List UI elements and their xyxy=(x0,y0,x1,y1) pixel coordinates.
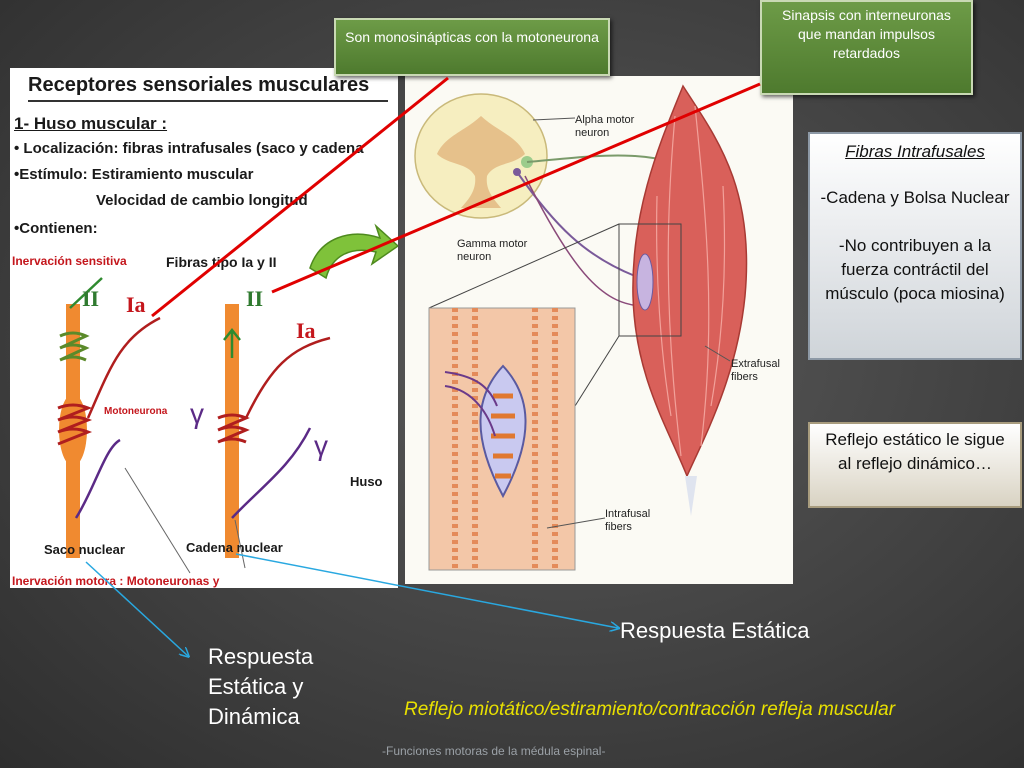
spindle-nerves xyxy=(444,371,498,437)
label-Ia-right: Ia xyxy=(296,318,316,343)
label-II-left: II xyxy=(82,286,100,311)
gamma-nerve-left xyxy=(74,438,121,519)
type-II-nerve-right xyxy=(223,327,241,358)
bullet-contienen: •Contienen: xyxy=(14,220,98,237)
left-spindle-image: Receptores sensoriales musculares 1- Hus… xyxy=(10,68,398,588)
type-Ia-coil-right xyxy=(217,413,250,444)
fiber-bands xyxy=(452,308,558,570)
spindle-small xyxy=(636,253,654,311)
sensory-axon xyxy=(524,175,646,307)
label-Ia-left: Ia xyxy=(126,292,146,317)
gamma-label-right: γ xyxy=(314,430,328,461)
interneuron-callout: Sinapsis con interneuronas que mandan im… xyxy=(760,0,973,95)
static-response-label: Respuesta Estática xyxy=(620,618,810,643)
enlarged-spindle xyxy=(479,364,527,499)
zoom-line xyxy=(574,335,620,407)
right-anatomy-image: Alpha motor neuron Gamma motor neuron Ex… xyxy=(405,76,793,584)
pointer-line xyxy=(124,467,191,574)
reflex-caption: Reflejo miotático/estiramiento/contracci… xyxy=(404,699,896,720)
alpha-motor-neuron-label: Alpha motor neuron xyxy=(575,114,635,139)
saco-nuclear-label: Saco nuclear xyxy=(44,542,125,557)
intrafusal-nuclei xyxy=(491,393,515,479)
intrafusal-fibers-box: Fibras Intrafusales -Cadena y Bolsa Nucl… xyxy=(808,132,1022,360)
type-Ia-nerve-left xyxy=(86,316,161,419)
intrafusal-box-line1: -Cadena y Bolsa Nuclear xyxy=(820,188,1010,207)
zoom-line xyxy=(428,223,620,309)
cadena-nuclear-fiber xyxy=(225,304,239,558)
gamma-nerve-right xyxy=(231,427,312,519)
tendon xyxy=(685,476,697,516)
muscle-spindle-illustration xyxy=(414,84,748,571)
type-Ia-coil-left xyxy=(57,403,93,446)
label-II-right: II xyxy=(246,286,264,311)
extrafusal-fibers-label: Extrafusal fibers xyxy=(731,358,780,383)
type-Ia-nerve-right xyxy=(244,336,331,419)
alpha-pointer xyxy=(532,117,576,121)
type-II-nerve-left xyxy=(69,277,103,309)
intrafusal-pointer xyxy=(546,517,606,529)
huso-heading: 1- Huso muscular : xyxy=(14,114,168,133)
inervacion-motora: Inervación motora : Motoneuronas y xyxy=(12,574,220,588)
intrafusal-box-title: Fibras Intrafusales xyxy=(845,142,985,161)
type-II-coil-left xyxy=(59,331,90,362)
spindle-illustration xyxy=(57,223,398,574)
gamma-label-left: γ xyxy=(190,398,204,429)
static-dynamic-response-label: Respuesta Estática y Dinámica xyxy=(208,644,314,729)
monosynaptic-callout: Son monosinápticas con la motoneurona xyxy=(334,18,610,76)
intrafusal-fibers-label: Intrafusal fibers xyxy=(605,508,651,533)
cadena-nuclear-label: Cadena nuclear xyxy=(186,540,283,555)
static-reflex-box: Reflejo estático le sigue al reflejo din… xyxy=(808,422,1022,508)
green-curved-arrow xyxy=(309,223,398,280)
slide-footer: -Funciones motoras de la médula espinal- xyxy=(382,744,606,758)
inervacion-sensitiva: Inervación sensitiva xyxy=(12,254,127,268)
gamma-motor-neuron-label: Gamma motor neuron xyxy=(457,238,528,263)
huso-label: Huso xyxy=(350,474,383,489)
intrafusal-box-line2: -No contribuyen a la fuerza contráctil d… xyxy=(825,236,1005,303)
motoneurona-label: Motoneurona xyxy=(104,406,168,417)
extrafusal-pointer xyxy=(704,345,731,362)
